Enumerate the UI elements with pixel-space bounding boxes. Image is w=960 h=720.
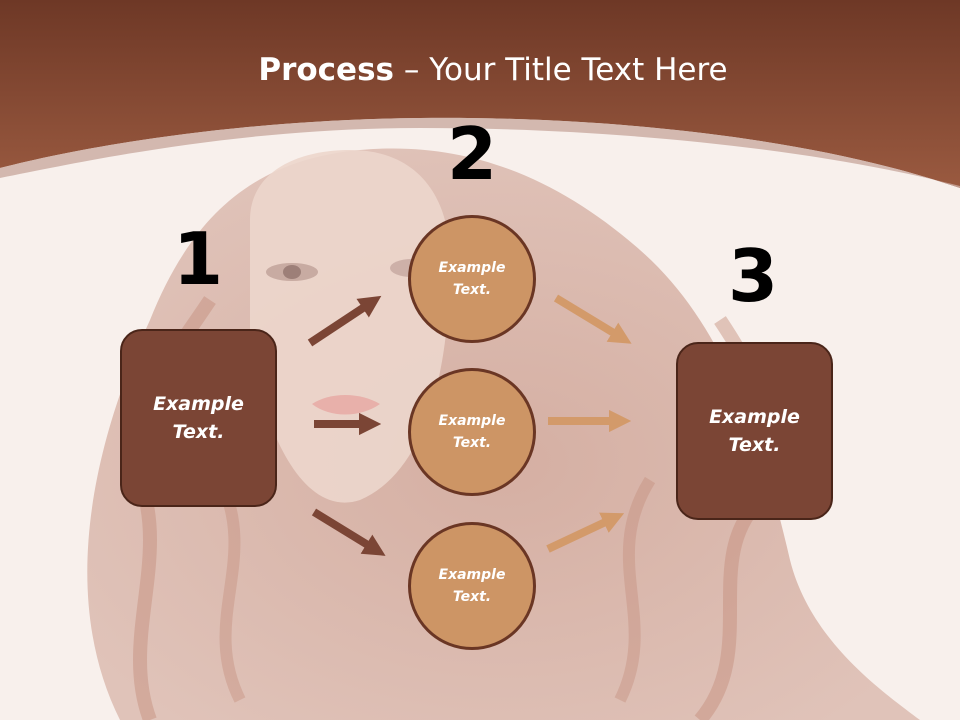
arrow-top-to-right (553, 294, 632, 344)
step-1-text: Example Text. (153, 392, 244, 444)
arrow-left-to-top (307, 295, 382, 347)
step-number-2: 2 (446, 112, 498, 196)
step-number-1: 1 (172, 217, 224, 301)
step-1-box: Example Text. (120, 329, 277, 507)
step-3-box: Example Text. (676, 342, 833, 520)
step-2-circle-middle: Example Text. (408, 368, 536, 496)
arrow-bottom-to-right (546, 512, 625, 553)
circle-top-text: Example Text. (438, 259, 506, 298)
circle-bottom-text: Example Text. (438, 566, 506, 605)
title-bold: Process (258, 52, 394, 88)
arrow-left-to-bottom (311, 508, 386, 556)
title-rest: – Your Title Text Here (394, 52, 728, 88)
step-number-3: 3 (727, 234, 779, 318)
step-3-text: Example Text. (709, 405, 800, 457)
step-2-circle-bottom: Example Text. (408, 522, 536, 650)
circle-middle-text: Example Text. (438, 412, 506, 451)
slide-title: Process – Your Title Text Here (0, 52, 960, 88)
step-2-circle-top: Example Text. (408, 215, 536, 343)
